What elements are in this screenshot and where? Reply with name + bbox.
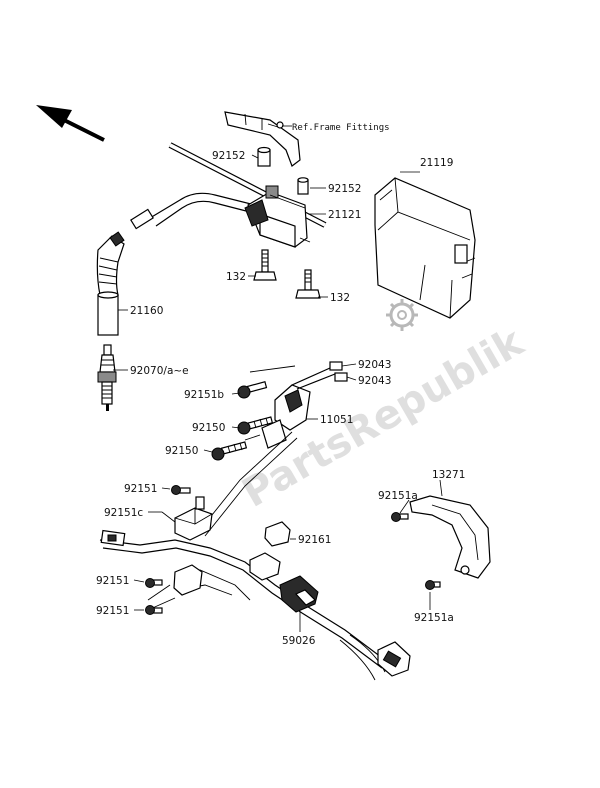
label-92152-left: 92152 xyxy=(212,150,245,162)
bolt-92151b xyxy=(237,381,268,399)
label-92151a-lower: 92151a xyxy=(414,612,454,624)
label-11051: 11051 xyxy=(320,414,353,426)
gear-icon xyxy=(386,299,418,331)
cover-92161 xyxy=(264,521,291,547)
label-59026: 59026 xyxy=(282,635,316,647)
frame-bracket xyxy=(224,111,301,167)
bolt-92150-lower xyxy=(211,441,248,461)
part-labels: Ref.Frame Fittings 21119 92152 92152 211… xyxy=(96,123,465,647)
screw-92151a-upper xyxy=(391,512,409,522)
high-tension-lead xyxy=(130,192,256,230)
spark-plug-cap xyxy=(96,231,125,336)
label-92152-right: 92152 xyxy=(328,183,361,195)
label-92150-upper: 92150 xyxy=(192,422,225,434)
spark-plug xyxy=(97,344,117,411)
label-92151b: 92151b xyxy=(184,389,224,401)
screw-92151-low xyxy=(145,605,163,615)
front-arrow-icon xyxy=(36,105,105,142)
ignitor-unit xyxy=(374,177,476,319)
label-92043-upper: 92043 xyxy=(358,359,391,371)
wiring-harness xyxy=(99,431,411,681)
label-13271: 13271 xyxy=(432,469,465,481)
label-132-left: 132 xyxy=(226,271,246,283)
bolt-132-left xyxy=(253,249,277,281)
leader-lines xyxy=(113,125,443,632)
bolt-132-right xyxy=(295,269,321,299)
label-132-right: 132 xyxy=(330,292,350,304)
screw-92151-upper xyxy=(171,485,191,495)
bolt-92150-upper xyxy=(237,416,274,435)
label-92151c: 92151c xyxy=(104,507,143,519)
label-21119: 21119 xyxy=(420,157,453,169)
screw-92151-mid xyxy=(145,578,163,588)
label-92070: 92070/a~e xyxy=(130,365,189,377)
collar-92152-right xyxy=(297,177,309,195)
label-92161: 92161 xyxy=(298,534,331,546)
screw-92151a-lower xyxy=(425,580,441,590)
collar-92152-left xyxy=(257,146,271,167)
label-92151a-upper: 92151a xyxy=(378,490,418,502)
label-92043-lower: 92043 xyxy=(358,375,391,387)
label-92151-upper: 92151 xyxy=(124,483,157,495)
ignition-coil xyxy=(244,185,311,248)
label-21160: 21160 xyxy=(130,305,163,317)
label-21121: 21121 xyxy=(328,209,361,221)
label-92150-lower: 92150 xyxy=(165,445,198,457)
label-92151-mid: 92151 xyxy=(96,575,129,587)
ref-frame-label: Ref.Frame Fittings xyxy=(292,123,390,133)
bracket-13271 xyxy=(409,495,491,579)
label-92151-low: 92151 xyxy=(96,605,129,617)
